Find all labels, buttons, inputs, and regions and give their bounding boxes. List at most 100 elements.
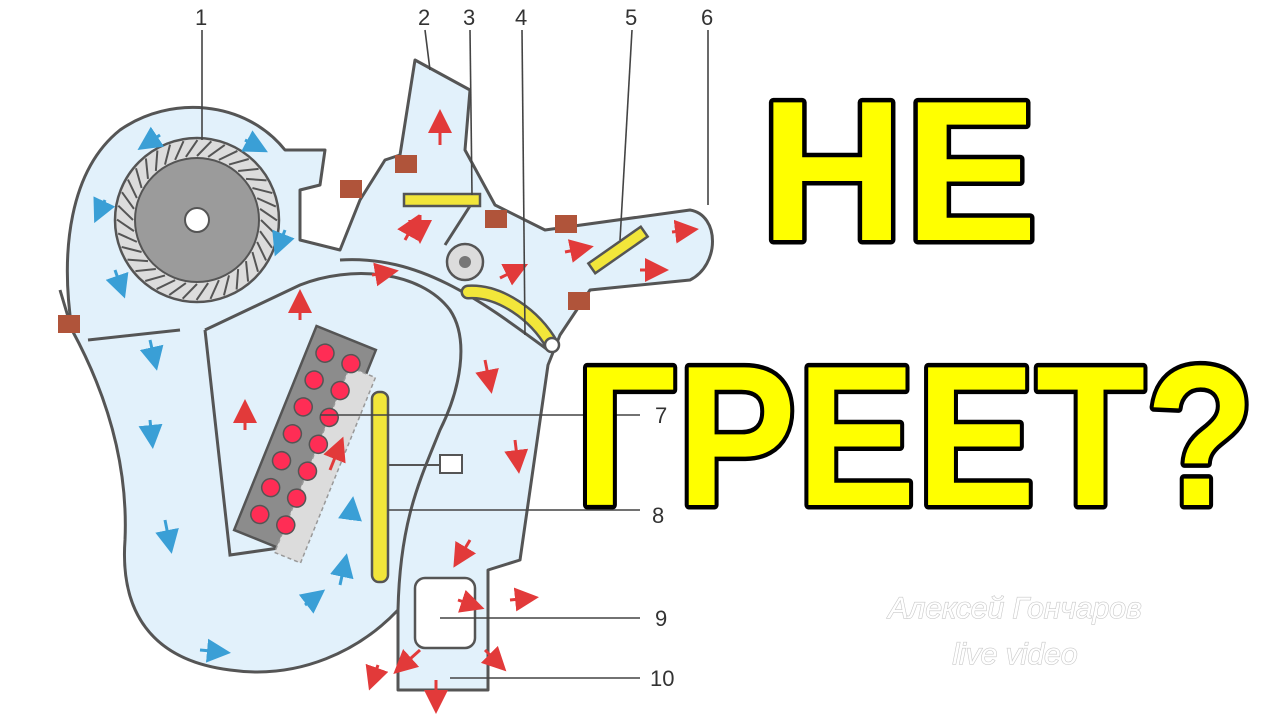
fan-blade bbox=[135, 167, 143, 189]
housing-partition bbox=[204, 272, 463, 611]
fan-blade bbox=[116, 218, 135, 232]
heater-tube bbox=[276, 515, 296, 535]
seal bbox=[395, 155, 417, 173]
heater-core bbox=[232, 324, 378, 564]
airflow-arrow bbox=[138, 419, 163, 449]
seal bbox=[58, 315, 80, 333]
fan-blade bbox=[121, 191, 135, 210]
callout-9: 9 bbox=[655, 606, 667, 631]
fan-blade bbox=[121, 245, 142, 253]
callout-5: 5 bbox=[625, 5, 637, 30]
airflow-arrow bbox=[371, 262, 399, 287]
fan-blade bbox=[207, 144, 226, 158]
airflow-arrow bbox=[504, 439, 529, 474]
airflow-arrow bbox=[509, 587, 539, 612]
callout-1: 1 bbox=[195, 5, 207, 30]
cold-air-arrows bbox=[93, 126, 362, 663]
fan-blade bbox=[238, 167, 259, 172]
headline-line-1: НЕ bbox=[760, 60, 1038, 283]
fan-blade bbox=[144, 274, 166, 282]
fan-blade bbox=[117, 204, 134, 221]
airflow-arrow bbox=[93, 196, 116, 224]
callout-labels: 1 2 3 4 5 6 7 8 9 10 bbox=[195, 5, 713, 691]
footwell-outlet bbox=[413, 576, 477, 650]
fan-blade bbox=[259, 230, 273, 249]
airflow-arrow bbox=[475, 359, 499, 394]
fan-blade bbox=[164, 144, 172, 165]
fan-blade bbox=[259, 208, 278, 222]
callout-2: 2 bbox=[418, 5, 430, 30]
heater-tube bbox=[330, 380, 350, 401]
fan-blade bbox=[235, 268, 240, 290]
airflow-arrow bbox=[338, 496, 362, 522]
headline-line-2: ГРЕЕТ? bbox=[575, 325, 1255, 548]
heater-core-shadow bbox=[273, 366, 377, 564]
heater-tube bbox=[341, 353, 361, 374]
airflow-arrow bbox=[105, 269, 129, 299]
fan-blade bbox=[256, 197, 277, 208]
fan-blade bbox=[196, 140, 213, 157]
watermark-subtitle: live video bbox=[952, 638, 1077, 671]
fan-blade bbox=[222, 275, 230, 296]
watermark-author: Алексей Гончаров bbox=[886, 592, 1141, 625]
callout-10: 10 bbox=[650, 666, 674, 691]
fan-blade bbox=[117, 232, 138, 243]
fan-blade bbox=[168, 282, 187, 296]
damper-flap-5 bbox=[586, 224, 650, 276]
airflow-arrow bbox=[393, 648, 422, 675]
airflow-arrow bbox=[323, 436, 346, 471]
leader-lines bbox=[201, 29, 709, 679]
fan-blade bbox=[144, 158, 149, 179]
fan-blade bbox=[218, 150, 238, 161]
airflow-arrow bbox=[139, 339, 164, 371]
blower-fan bbox=[113, 136, 281, 304]
callout-3: 3 bbox=[463, 5, 475, 30]
heater-tube bbox=[315, 343, 335, 363]
heater-tube bbox=[282, 424, 303, 444]
fan-blade bbox=[135, 268, 156, 273]
airflow-arrow bbox=[241, 130, 268, 153]
airflow-arrow bbox=[480, 645, 507, 672]
fan-blade bbox=[174, 140, 185, 161]
fan-blade bbox=[251, 251, 259, 273]
seal bbox=[568, 292, 590, 310]
fan-blade bbox=[195, 282, 209, 301]
fan-blade bbox=[245, 261, 250, 282]
heater-tube bbox=[286, 488, 307, 508]
fan-blade bbox=[156, 279, 176, 290]
airflow-arrow bbox=[137, 126, 165, 150]
airflow-arrow bbox=[272, 229, 295, 257]
airflow-arrow bbox=[298, 589, 326, 614]
damper-flap-4 bbox=[460, 284, 561, 354]
airflow-arrow bbox=[365, 663, 389, 691]
fan-blade bbox=[209, 279, 220, 300]
damper-flap-3 bbox=[402, 192, 485, 282]
fan-blade bbox=[228, 158, 250, 166]
callout-4: 4 bbox=[515, 5, 527, 30]
callout-6: 6 bbox=[701, 5, 713, 30]
fan-blade bbox=[256, 241, 267, 261]
heater-tube bbox=[260, 477, 281, 498]
airflow-arrow bbox=[671, 219, 699, 244]
seal bbox=[485, 210, 507, 228]
airflow-arrow bbox=[330, 553, 354, 586]
airflow-arrow bbox=[155, 519, 179, 554]
heater-tube bbox=[293, 397, 314, 417]
fan-blade bbox=[181, 283, 198, 300]
seal bbox=[555, 215, 577, 233]
hot-air-arrows bbox=[233, 109, 699, 714]
heater-tube bbox=[304, 370, 324, 390]
callout-8: 8 bbox=[652, 503, 664, 528]
fan-blade bbox=[127, 179, 138, 199]
airflow-arrow bbox=[499, 263, 529, 286]
heater-tube bbox=[250, 504, 270, 525]
airflow-arrow bbox=[453, 539, 477, 568]
fan-blade bbox=[185, 139, 199, 158]
airflow-arrow bbox=[199, 638, 231, 663]
seal bbox=[340, 180, 362, 198]
heater-tube bbox=[271, 450, 292, 471]
fan-blade bbox=[245, 177, 267, 182]
fan-blade bbox=[154, 150, 159, 172]
callout-7: 7 bbox=[655, 403, 667, 428]
